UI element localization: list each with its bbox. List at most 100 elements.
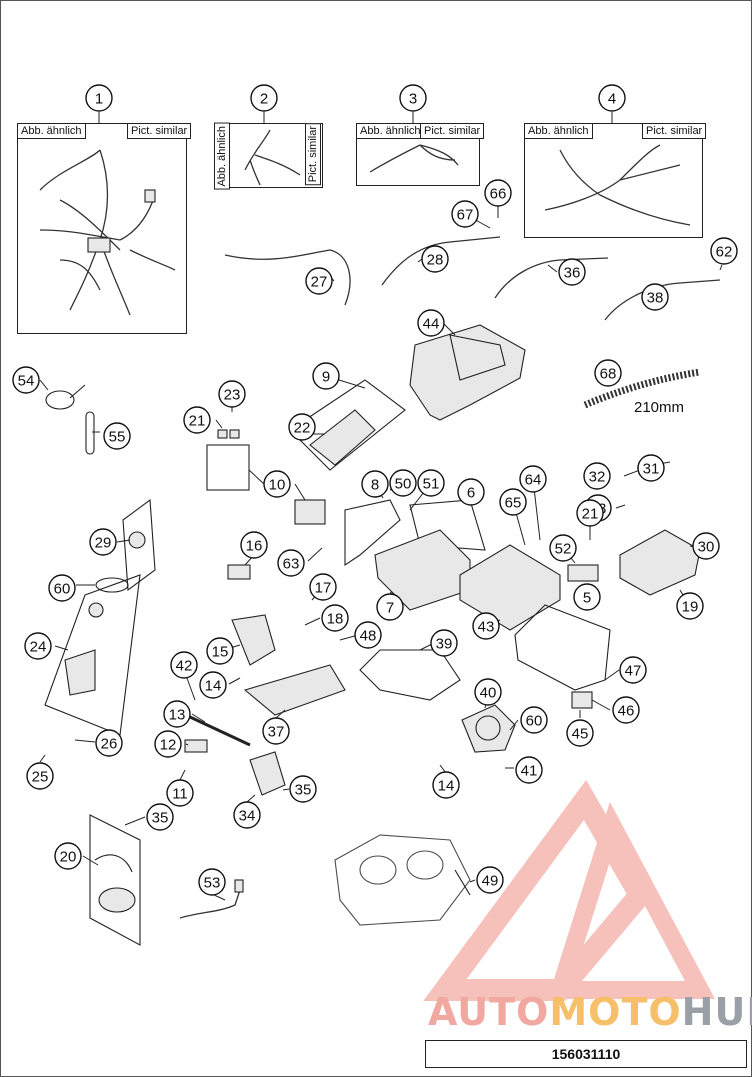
callout-circle [583, 462, 611, 490]
callout-circle [641, 283, 669, 311]
callout-27: 27 [305, 267, 333, 295]
callout-5: 5 [573, 583, 601, 611]
callout-10: 10 [263, 470, 291, 498]
callout-number: 2 [260, 91, 268, 108]
callout-number: 54 [18, 373, 35, 390]
callout-21: 21 [576, 499, 604, 527]
callout-circle [710, 237, 738, 265]
callout-circle [85, 84, 113, 112]
callout-number: 41 [521, 763, 538, 780]
panel-1-label-right: Pict. similar [127, 123, 192, 139]
callout-number: 6 [467, 485, 475, 502]
callout-number: 45 [572, 726, 589, 743]
callout-number: 17 [315, 580, 332, 597]
callout-16: 16 [240, 531, 268, 559]
callout-number: 15 [212, 644, 229, 661]
callout-36: 36 [558, 258, 586, 286]
regulator-bracket [344, 499, 401, 567]
reference-number: 156031110 [425, 1040, 747, 1068]
callout-45: 45 [566, 719, 594, 747]
callout-13: 13 [163, 700, 191, 728]
callout-circle [520, 706, 548, 734]
callout-circle [612, 696, 640, 724]
callout-number: 47 [625, 663, 642, 680]
callout-number: 21 [189, 413, 206, 430]
callout-number: 26 [101, 736, 118, 753]
throttle-body [334, 834, 471, 926]
callout-circle [576, 499, 604, 527]
cable-36 [494, 257, 609, 299]
sub-harness-4 [544, 144, 691, 226]
callout-circle [103, 422, 131, 450]
callout-circle [233, 801, 261, 829]
callout-19: 19 [676, 592, 704, 620]
callout-25: 25 [26, 762, 54, 790]
sub-harness-2 [244, 129, 301, 186]
callout-number: 8 [371, 477, 379, 494]
cable-27 [224, 249, 351, 306]
callout-circle [376, 593, 404, 621]
callout-number: 23 [224, 387, 241, 404]
watermark-text-auto: AUTO [428, 990, 550, 1034]
callout-number: 43 [478, 619, 495, 636]
callout-number: 46 [618, 703, 635, 720]
callout-number: 39 [436, 636, 453, 653]
sensor-cable-53 [179, 889, 241, 919]
callout-number: 30 [698, 539, 715, 556]
callout-circle [430, 629, 458, 657]
panel-4-label-right: Pict. similar [642, 123, 707, 139]
callout-number: 35 [152, 810, 169, 827]
callout-11: 11 [166, 779, 194, 807]
callout-circle [12, 366, 40, 394]
callout-number: 48 [360, 628, 377, 645]
callout-number: 13 [169, 707, 186, 724]
callout-circle [240, 531, 268, 559]
callout-number: 60 [526, 713, 543, 730]
callout-circle [146, 803, 174, 831]
callout-number: 64 [525, 472, 542, 489]
callout-22: 22 [288, 413, 316, 441]
callout-17: 17 [309, 573, 337, 601]
callout-60: 60 [48, 574, 76, 602]
panel-part-4 [524, 123, 703, 238]
hose-length-label: 210mm [634, 399, 685, 416]
callout-circle [312, 362, 340, 390]
callout-number: 14 [438, 778, 455, 795]
callout-1: 1 [85, 84, 113, 112]
callout-39: 39 [430, 629, 458, 657]
watermark-text-moto: MOTO [549, 990, 682, 1034]
callout-circle [598, 84, 626, 112]
callout-number: 68 [600, 366, 617, 383]
callout-44: 44 [417, 309, 445, 337]
callout-number: 66 [490, 186, 507, 203]
callout-number: 27 [311, 274, 328, 291]
callout-circle [354, 621, 382, 649]
callout-circle [474, 678, 502, 706]
callout-circle [417, 469, 445, 497]
callout-circle [549, 534, 577, 562]
callout-21: 21 [183, 406, 211, 434]
battery [459, 544, 561, 631]
switch-12 [184, 739, 208, 753]
cable-tie [45, 390, 75, 410]
watermark-text-hub: HUB [681, 990, 752, 1034]
callout-circle [619, 656, 647, 684]
callout-31: 31 [637, 454, 665, 482]
callout-number: 62 [716, 244, 733, 261]
watermark-text: AUTOMOTOHUB [428, 990, 752, 1034]
callout-number: 1 [95, 91, 103, 108]
callout-number: 16 [246, 538, 263, 555]
callout-circle [263, 470, 291, 498]
callout-37: 37 [262, 717, 290, 745]
callout-number: 35 [295, 782, 312, 799]
relay-21 [217, 429, 228, 439]
electronics-bracket [409, 324, 526, 421]
callout-circle [154, 730, 182, 758]
callout-circle [309, 573, 337, 601]
callout-20: 20 [54, 842, 82, 870]
callout-circle [170, 651, 198, 679]
callout-65: 65 [499, 488, 527, 516]
callout-circle [566, 719, 594, 747]
callout-circle [573, 583, 601, 611]
